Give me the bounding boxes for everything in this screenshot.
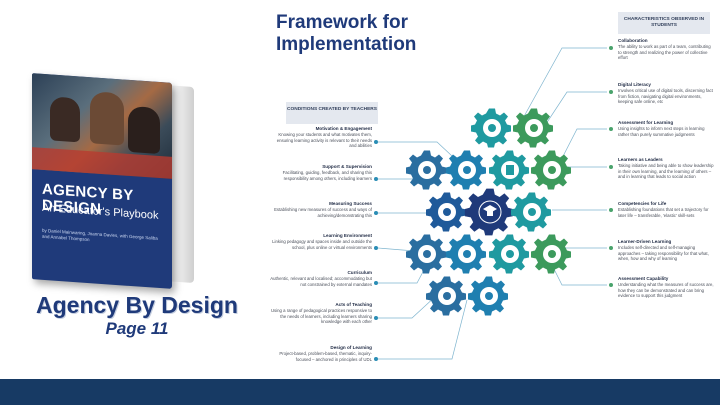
characteristic-desc: The ability to work as part of a team, c… — [618, 44, 711, 60]
gear-icon — [489, 234, 529, 274]
page-label: Page 11 — [105, 319, 169, 338]
connector-dot — [374, 281, 378, 285]
condition-item: Curriculum Authentic, relevant and local… — [270, 270, 372, 287]
condition-item: Learning Environment Linking pedagogy an… — [270, 233, 372, 250]
condition-heading: Support & Supervision — [322, 164, 372, 169]
gear-diagram — [377, 47, 607, 360]
framework-title: Framework for Implementation — [276, 12, 417, 55]
condition-desc: Using a range of pedagogical practices r… — [270, 308, 372, 324]
condition-desc: Facilitating, guiding, feedback, and sha… — [282, 170, 372, 181]
gear-icon — [446, 234, 486, 274]
connector-lines-right — [521, 47, 607, 286]
characteristic-item: Learners as Leaders Taking initiative an… — [618, 157, 714, 180]
condition-heading: Design of Learning — [330, 345, 372, 350]
characteristic-item: Digital Literacy Involves critical use o… — [618, 82, 714, 105]
condition-item: Motivation & Engagement Knowing your stu… — [270, 126, 372, 149]
condition-item: Support & Supervision Facilitating, guid… — [270, 164, 372, 181]
gear-icon — [406, 150, 446, 190]
connector-dot — [609, 208, 613, 212]
characteristic-heading: Assessment Capability — [618, 276, 669, 281]
characteristic-heading: Learners as Leaders — [618, 157, 663, 162]
characteristic-heading: Collaboration — [618, 38, 648, 43]
characteristic-item: Assessment for Learning Using insights t… — [618, 120, 714, 137]
connector-dot — [374, 140, 378, 144]
condition-heading: Curriculum — [347, 270, 372, 275]
characteristic-heading: Learner-Driven Learning — [618, 239, 672, 244]
book-front: AGENCY BY DESIGN An Educator's Playbook … — [32, 73, 172, 289]
gear-icon — [426, 192, 466, 232]
connector-dot — [609, 46, 613, 50]
condition-item: Design of Learning Project-based, proble… — [270, 345, 372, 362]
condition-heading: Learning Environment — [323, 233, 372, 238]
book-cover-image: AGENCY BY DESIGN An Educator's Playbook … — [32, 73, 194, 289]
gear-icon — [489, 150, 529, 190]
characteristic-heading: Digital Literacy — [618, 82, 651, 87]
characteristic-desc: Includes self-directed and self-managing… — [618, 245, 709, 261]
connector-dot — [374, 357, 378, 361]
characteristic-heading: Assessment for Learning — [618, 120, 674, 125]
characteristic-item: Learner-Driven Learning Includes self-di… — [618, 239, 714, 262]
gear-icon — [406, 234, 446, 274]
characteristic-heading: Competencies for Life — [618, 201, 667, 206]
gear-icon — [468, 276, 508, 316]
gear-icon — [511, 192, 551, 232]
connector-dot — [374, 246, 378, 250]
slide-title: Agency By Design — [36, 292, 238, 318]
gear-icon — [531, 150, 571, 190]
characteristic-desc: Involves critical use of digital tools, … — [618, 88, 713, 104]
gear-icon — [513, 108, 553, 148]
characteristic-item: Assessment Capability Understanding what… — [618, 276, 714, 299]
characteristic-desc: Using insights to inform next steps in l… — [618, 126, 705, 137]
graduate-gear-icon — [464, 188, 513, 236]
condition-desc: Establishing new measures of success and… — [274, 207, 372, 218]
condition-desc: Linking pedagogy and spaces inside and o… — [272, 239, 372, 250]
condition-heading: Acts of Teaching — [335, 302, 372, 307]
characteristic-desc: Taking initiative and being able to show… — [618, 163, 714, 179]
connector-dot — [609, 165, 613, 169]
condition-item: Measuring Success Establishing new measu… — [270, 201, 372, 218]
characteristic-desc: Understanding what the measures of succe… — [618, 282, 714, 298]
gear-icon — [446, 150, 486, 190]
connector-dot — [609, 127, 613, 131]
condition-desc: Authentic, relevant and localised; accom… — [270, 276, 372, 287]
framework-panel: Framework for Implementation CONDITIONS … — [262, 0, 720, 378]
connector-dot — [609, 283, 613, 287]
gear-icon — [531, 234, 571, 274]
condition-heading: Motivation & Engagement — [315, 126, 372, 131]
bottom-bar — [0, 379, 720, 405]
connector-dot — [374, 177, 378, 181]
condition-desc: Project-based, problem-based, thematic, … — [279, 351, 372, 362]
characteristic-desc: Establishing foundations that set a traj… — [618, 207, 709, 218]
condition-desc: Knowing your students and what motivates… — [276, 132, 372, 148]
characteristic-item: Competencies for Life Establishing found… — [618, 201, 714, 218]
connector-dot — [374, 211, 378, 215]
gear-icon — [426, 276, 466, 316]
connector-dot — [609, 246, 613, 250]
connector-dot — [609, 90, 613, 94]
condition-heading: Measuring Success — [329, 201, 372, 206]
characteristic-item: Collaboration The ability to work as par… — [618, 38, 714, 61]
gear-icon — [471, 108, 511, 148]
connector-dot — [374, 316, 378, 320]
conditions-header: CONDITIONS CREATED BY TEACHERS — [286, 102, 378, 124]
book-cover-authors: by Daniel Mainwaring, Joanna Davies, wit… — [42, 227, 158, 243]
book-cover-photo — [32, 73, 172, 179]
condition-item: Acts of Teaching Using a range of pedago… — [270, 302, 372, 325]
characteristics-header: CHARACTERISTICS OBSERVED IN STUDENTS — [618, 12, 710, 34]
